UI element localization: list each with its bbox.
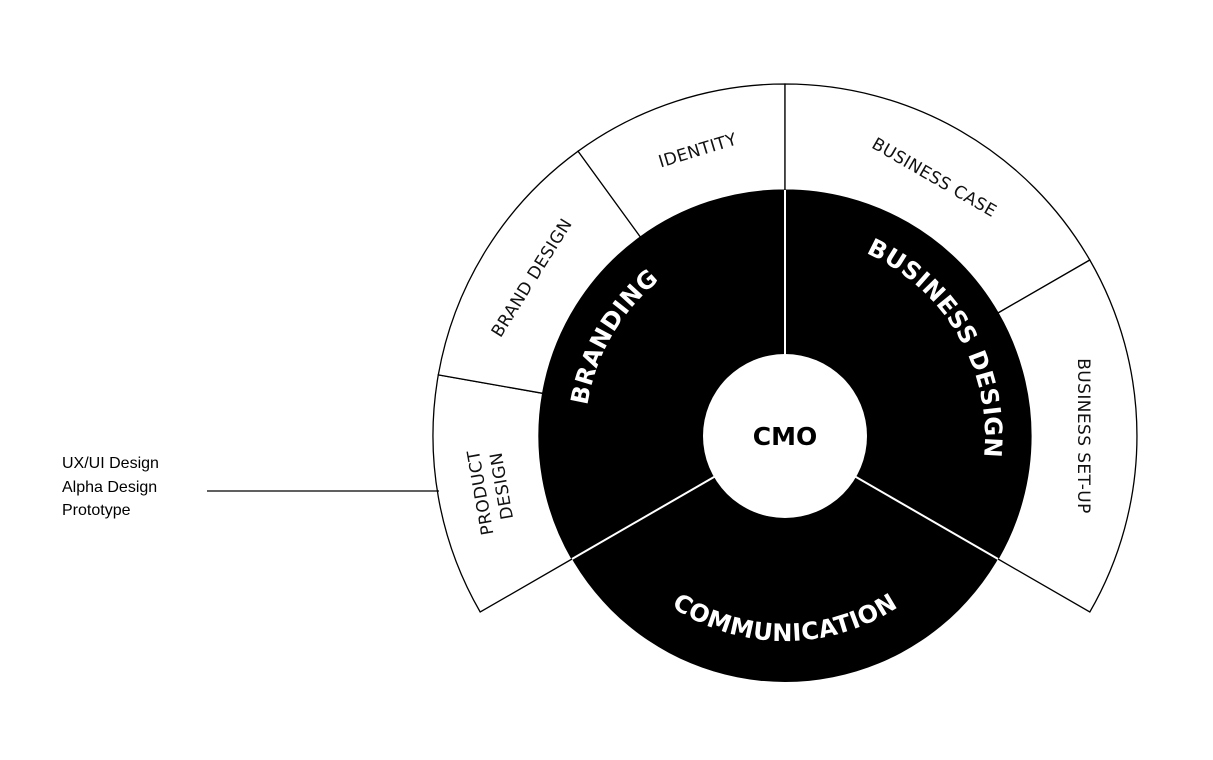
- center-label: CMO: [753, 422, 817, 451]
- side-note-line: UX/UI Design: [62, 455, 159, 472]
- center-circle: [703, 354, 867, 518]
- segment-dividers: [571, 190, 999, 560]
- side-note-line: Prototype: [62, 502, 131, 519]
- outer-ring: [432, 83, 1138, 613]
- side-note-line: Alpha Design: [62, 478, 158, 496]
- side-note: UX/UI Design Alpha Design Prototype: [62, 452, 159, 523]
- outer-label-business-set-up: BUSINESS SET-UP: [1073, 358, 1093, 514]
- divider-business-communication: [854, 475, 999, 560]
- divider-branding-communication: [571, 475, 716, 560]
